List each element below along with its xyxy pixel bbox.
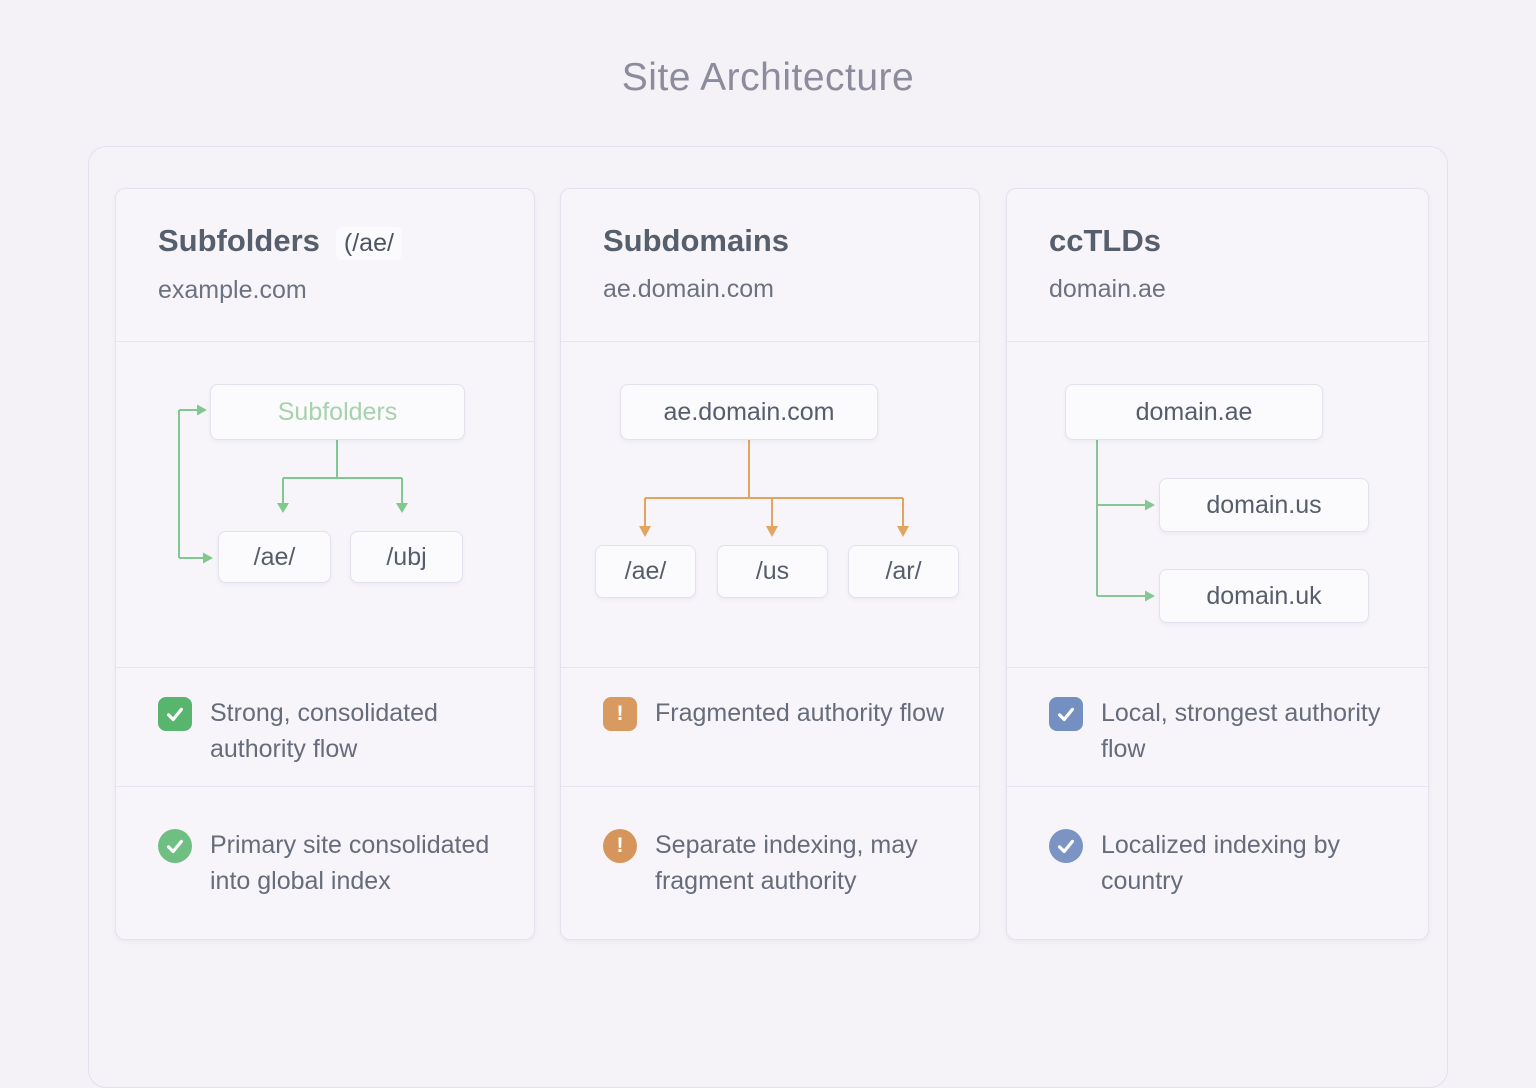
exclamation-square-icon: !: [603, 697, 637, 731]
subdomains-note-indexing-text: Separate indexing, may fragment authorit…: [655, 831, 918, 895]
subdomains-diagram: ae.domain.com /ae/ /us /ar/: [561, 342, 979, 668]
card-subfolders-title: Subfolders: [158, 223, 320, 258]
subfolders-root-node: Subfolders: [210, 384, 465, 440]
card-subfolders-header: Subfolders (/ae/ example.com: [116, 189, 534, 342]
cctlds-root-node: domain.ae: [1065, 384, 1323, 440]
subdomains-connector-arrows: [639, 440, 909, 537]
subfolders-note-authority: Strong, consolidated authority flow: [116, 668, 534, 787]
subdomains-child-node-us: /us: [717, 545, 828, 598]
card-cctlds: ccTLDs domain.ae domain.ae domain.us dom…: [1006, 188, 1429, 940]
cctlds-note-indexing-text: Localized indexing by country: [1101, 831, 1341, 895]
card-subdomains-subtitle: ae.domain.com: [603, 275, 774, 303]
subdomains-child-node-ar: /ar/: [848, 545, 959, 598]
cctlds-child-node-uk: domain.uk: [1159, 569, 1369, 623]
card-cctlds-header: ccTLDs domain.ae: [1007, 189, 1428, 342]
check-square-icon: [158, 697, 192, 731]
card-subdomains-title: Subdomains: [603, 223, 790, 258]
check-circle-icon: [158, 829, 192, 863]
card-subfolders: Subfolders (/ae/ example.com Subfolder: [115, 188, 535, 940]
card-cctlds-subtitle: domain.ae: [1049, 275, 1166, 303]
subdomains-child-node-ae: /ae/: [595, 545, 696, 598]
subfolders-child-node-ub: /ubj: [350, 531, 463, 583]
subfolders-note-indexing-text: Primary site consolidated into global in…: [210, 831, 490, 895]
card-cctlds-title: ccTLDs: [1049, 223, 1161, 258]
subfolders-connector-arrows: [178, 404, 408, 564]
cctlds-child-node-us: domain.us: [1159, 478, 1369, 532]
subfolders-note-authority-text: Strong, consolidated authority flow: [210, 699, 438, 763]
check-square-icon: [1049, 697, 1083, 731]
cctlds-connector-arrows: [1096, 440, 1155, 602]
check-circle-icon: [1049, 829, 1083, 863]
subdomains-note-authority: ! Fragmented authority flow: [561, 668, 979, 787]
subdomains-note-indexing: ! Separate indexing, may fragment author…: [561, 787, 979, 938]
card-subfolders-subtitle: example.com: [158, 276, 307, 304]
cctlds-note-authority-text: Local, strongest authority flow: [1101, 699, 1381, 763]
subdomains-root-node: ae.domain.com: [620, 384, 878, 440]
subfolders-diagram: Subfolders /ae/ /ubj: [116, 342, 534, 668]
subfolders-note-indexing: Primary site consolidated into global in…: [116, 787, 534, 938]
cctlds-note-authority: Local, strongest authority flow: [1007, 668, 1428, 787]
subdomains-note-authority-text: Fragmented authority flow: [655, 699, 945, 727]
cctlds-note-indexing: Localized indexing by country: [1007, 787, 1428, 938]
cctlds-diagram: domain.ae domain.us domain.uk: [1007, 342, 1428, 668]
card-subfolders-tag: (/ae/: [335, 227, 402, 260]
page-title: Site Architecture: [621, 56, 915, 99]
subfolders-child-node-ae: /ae/: [218, 531, 331, 583]
exclamation-circle-icon: !: [603, 829, 637, 863]
card-subdomains-header: Subdomains ae.domain.com: [561, 189, 979, 342]
card-subdomains: Subdomains ae.domain.com ae.domain.com /…: [560, 188, 980, 940]
